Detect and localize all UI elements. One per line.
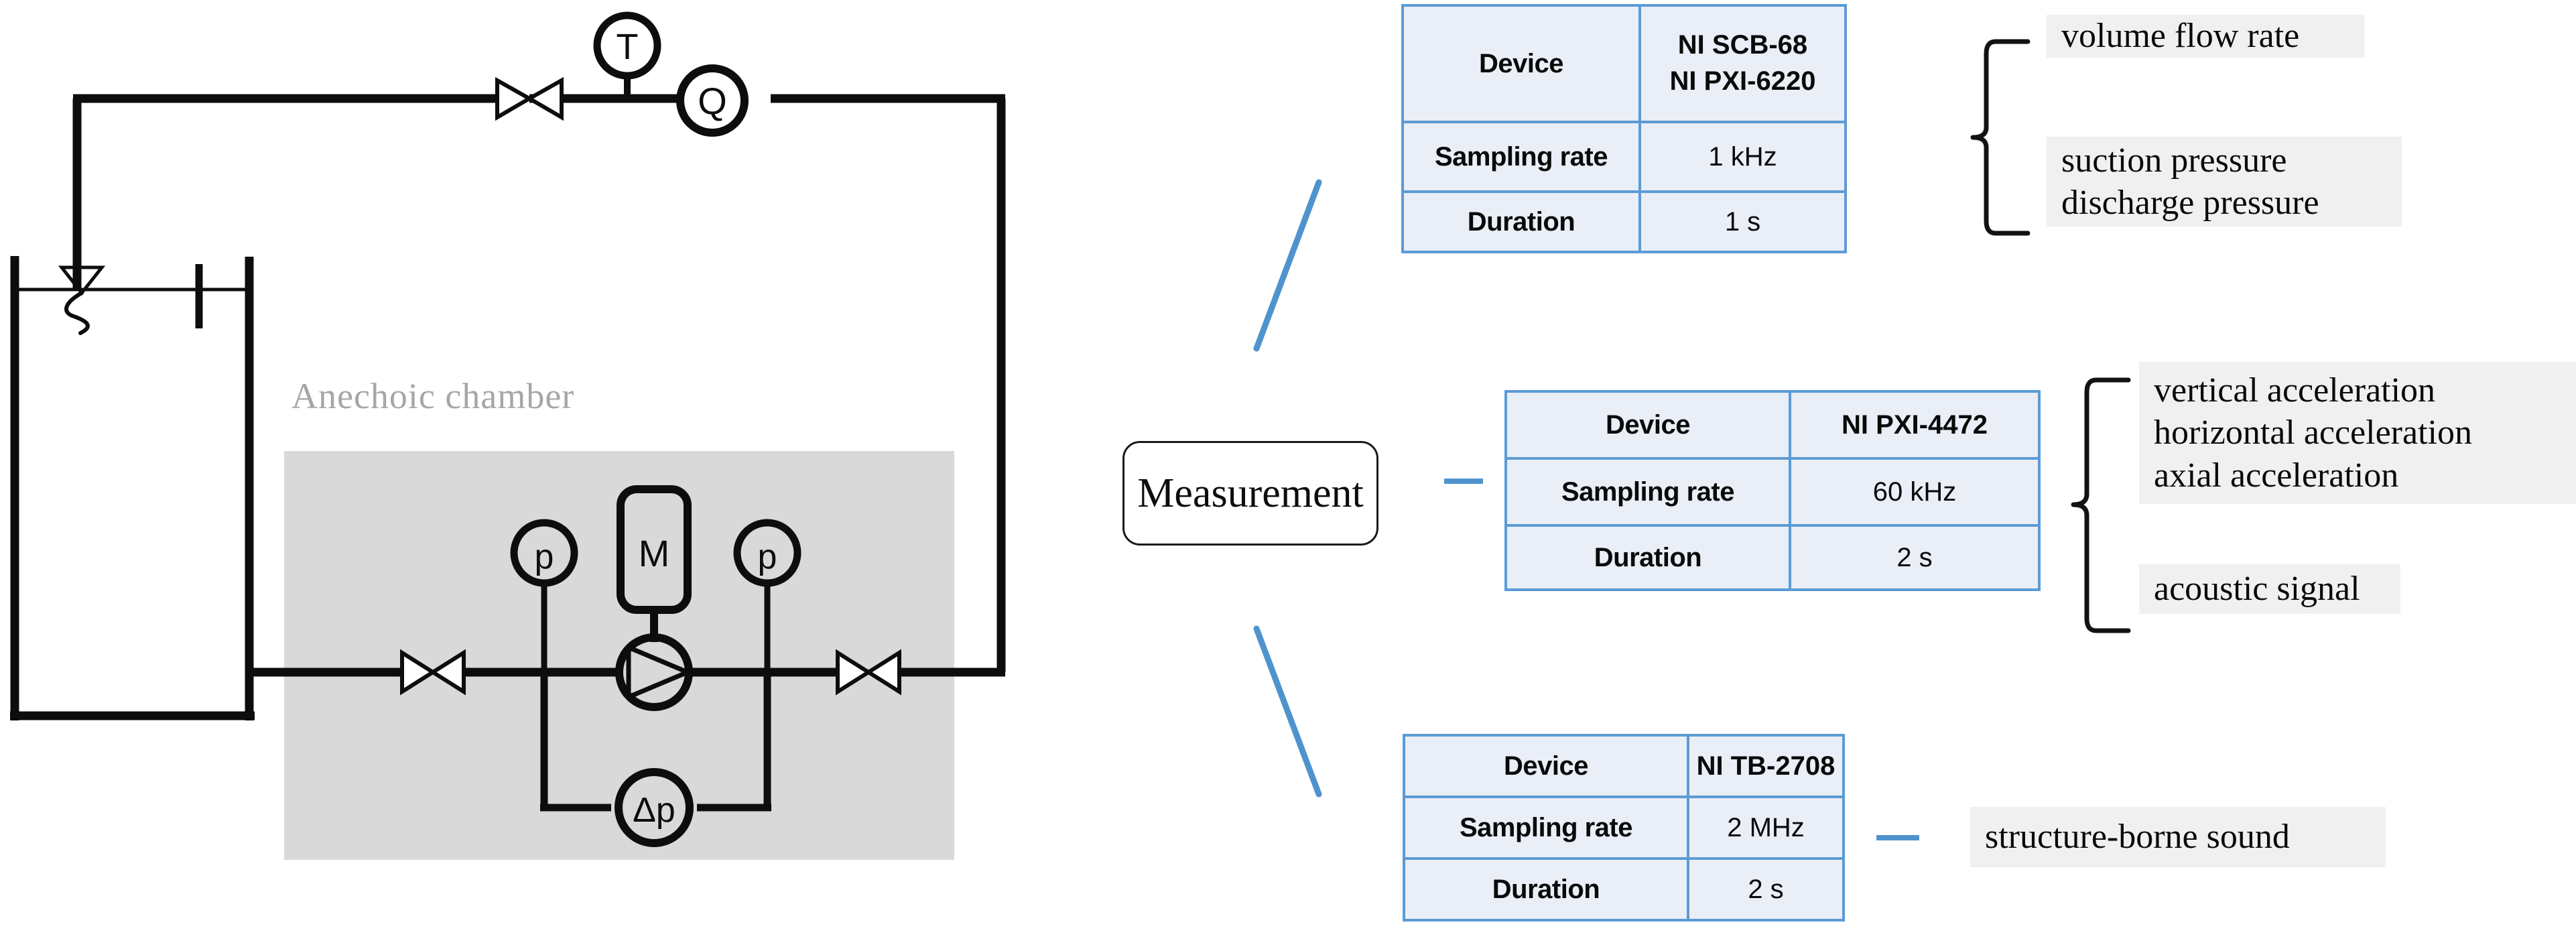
row-label: Device — [1401, 4, 1641, 123]
row-value: 1 s — [1638, 190, 1847, 253]
row-value: 2 s — [1687, 857, 1845, 922]
svg-text:M: M — [639, 532, 670, 574]
signal-line: vertical acceleration — [2154, 371, 2436, 409]
row-label: Device — [1504, 390, 1791, 460]
table-row: Duration 1 s — [1401, 190, 1847, 253]
daq-table-2: Device NI PXI-4472 Sampling rate 60 kHz … — [1504, 390, 2041, 591]
svg-text:Δp: Δp — [633, 791, 675, 830]
daq-table-3: Device NI TB-2708 Sampling rate 2 MHz Du… — [1403, 734, 1845, 922]
row-label: Device — [1403, 734, 1689, 798]
brace-group-2-icon — [2071, 377, 2131, 633]
table-row: Duration 2 s — [1403, 857, 1845, 922]
row-value: 1 kHz — [1638, 121, 1847, 193]
signal-line: suction pressure — [2061, 141, 2287, 180]
row-label: Sampling rate — [1401, 121, 1641, 193]
connector-line-top — [1253, 179, 1322, 352]
top-throttle-valve-icon — [495, 76, 564, 121]
fluid-level-marker-icon — [58, 265, 106, 335]
differential-pressure-taps — [540, 672, 771, 812]
row-value: NI PXI-4472 — [1789, 390, 2041, 460]
signal-line: volume flow rate — [2061, 17, 2300, 56]
discharge-pressure-sensor: p — [733, 519, 801, 674]
row-value: NI SCB-68 NI PXI-6220 — [1638, 4, 1847, 123]
differential-pressure-sensor: Δp — [615, 768, 694, 847]
motor: M — [617, 485, 692, 642]
table-row: Sampling rate 1 kHz — [1401, 121, 1847, 193]
row-label: Duration — [1403, 857, 1689, 922]
anechoic-chamber-label: Anechoic chamber — [292, 376, 575, 416]
daq-table-1: Device NI SCB-68 NI PXI-6220 Sampling ra… — [1401, 4, 1847, 253]
table-row: Device NI TB-2708 — [1403, 734, 1845, 798]
signal-line: acoustic signal — [2154, 570, 2360, 609]
row-value: 2 MHz — [1687, 796, 1845, 860]
svg-text:Q: Q — [698, 80, 727, 122]
schematic-svg: T Q — [10, 11, 1006, 860]
row-label: Duration — [1504, 524, 1791, 591]
row-value: NI TB-2708 — [1687, 734, 1845, 798]
signal-line: axial acceleration — [2154, 456, 2399, 495]
measurement-node: Measurement — [1122, 441, 1378, 546]
row-label: Sampling rate — [1403, 796, 1689, 860]
signal-label-structure-borne-sound: structure-borne sound — [1970, 807, 2386, 867]
top-pipe-run — [72, 94, 218, 290]
signal-label-acoustic-signal: acoustic signal — [2139, 564, 2400, 614]
signal-line: horizontal acceleration — [2154, 414, 2472, 452]
table-row: Duration 2 s — [1504, 524, 2041, 591]
signal-label-volume-flow-rate: volume flow rate — [2047, 15, 2364, 58]
signal-line: structure-borne sound — [1985, 818, 2290, 857]
signal-label-pressures: suction pressure discharge pressure — [2047, 137, 2402, 227]
flow-meter: Q — [676, 64, 749, 137]
centrifugal-pump-icon — [615, 633, 694, 711]
connector-dash-bottom — [1876, 835, 1919, 840]
connector-dash-middle — [1444, 479, 1483, 484]
test-rig-schematic: T Q — [0, 0, 1072, 951]
suction-pressure-sensor: p — [510, 519, 578, 674]
svg-text:p: p — [758, 537, 777, 576]
row-value: 2 s — [1789, 524, 2041, 591]
suction-throttle-valve-icon — [400, 649, 466, 696]
svg-text:T: T — [617, 27, 639, 67]
connector-line-bottom — [1253, 625, 1322, 798]
value-line: NI SCB-68 — [1677, 30, 1808, 60]
signal-line: discharge pressure — [2061, 184, 2319, 222]
signal-label-accelerations: vertical acceleration horizontal acceler… — [2139, 362, 2576, 504]
reservoir-tank — [10, 256, 255, 720]
svg-text:p: p — [535, 537, 554, 576]
temperature-sensor: T — [593, 11, 661, 102]
row-value: 60 kHz — [1789, 457, 2041, 527]
row-label: Duration — [1401, 190, 1641, 253]
branch-connectors — [1253, 179, 1322, 798]
brace-group-1-icon — [1970, 39, 2031, 236]
discharge-throttle-valve-icon — [836, 649, 901, 696]
table-row: Sampling rate 60 kHz — [1504, 457, 2041, 527]
value-line: NI PXI-6220 — [1669, 66, 1816, 96]
table-row: Sampling rate 2 MHz — [1403, 796, 1845, 860]
table-row: Device NI SCB-68 NI PXI-6220 — [1401, 4, 1847, 123]
row-label: Sampling rate — [1504, 457, 1791, 527]
table-row: Device NI PXI-4472 — [1504, 390, 2041, 460]
